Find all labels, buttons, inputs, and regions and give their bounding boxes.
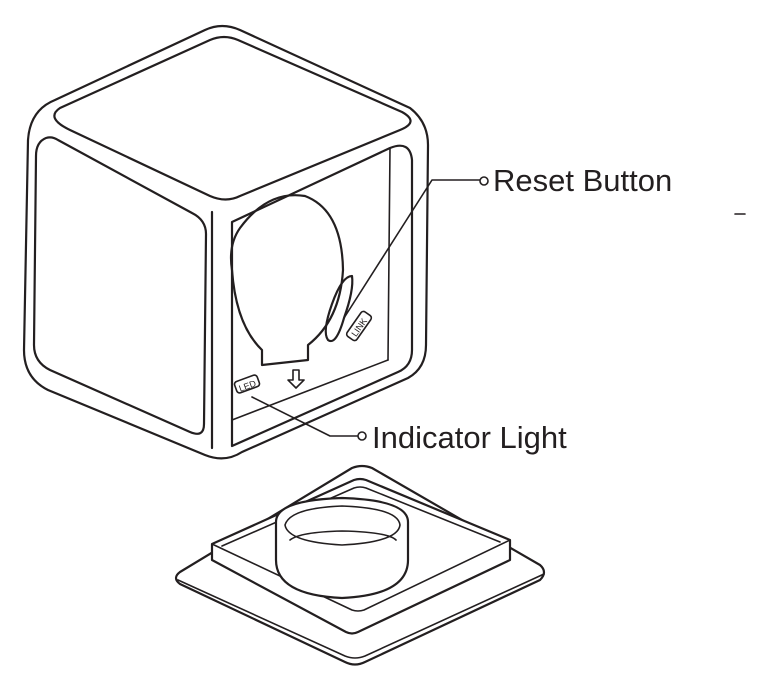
reset-button-label: Reset Button <box>493 165 672 196</box>
cube-outline <box>24 26 428 458</box>
base-plate <box>176 466 544 665</box>
indicator-light-label: Indicator Light <box>372 422 567 453</box>
reset-leader-dot <box>480 177 488 185</box>
indicator-leader-dot <box>358 432 366 440</box>
cube-device: LED LINK <box>24 26 428 458</box>
